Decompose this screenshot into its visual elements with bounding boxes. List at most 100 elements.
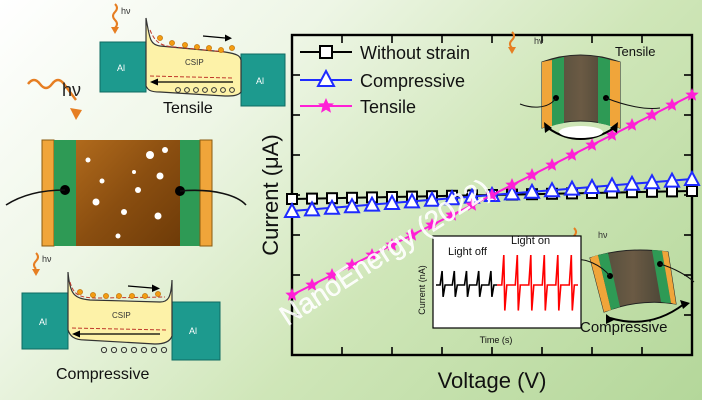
data-point bbox=[523, 182, 541, 199]
data-point bbox=[625, 118, 639, 131]
band-diagram-tensile: Al Al CSIP Tensile hν bbox=[99, 3, 286, 117]
data-point bbox=[405, 228, 419, 241]
data-point bbox=[385, 238, 399, 251]
hole-arrow-head bbox=[72, 330, 80, 338]
electron-dots bbox=[157, 35, 235, 53]
inset-y-label: Current (nA) bbox=[417, 265, 427, 315]
csip-label: CSIP bbox=[112, 311, 131, 320]
data-point bbox=[383, 193, 401, 210]
data-point bbox=[363, 195, 381, 212]
data-point bbox=[403, 192, 421, 209]
electron-arrow bbox=[202, 35, 226, 39]
data-point bbox=[365, 248, 379, 261]
data-point bbox=[343, 197, 361, 214]
legend-item-tensile: Tensile bbox=[300, 97, 416, 117]
data-point bbox=[505, 178, 519, 191]
data-point bbox=[603, 176, 621, 193]
legend-label: Without strain bbox=[360, 43, 470, 63]
light-icon-large: hν bbox=[27, 78, 82, 120]
data-point bbox=[283, 201, 301, 218]
csip-region bbox=[145, 17, 242, 97]
wire-left bbox=[5, 189, 66, 206]
data-point bbox=[605, 128, 619, 141]
svg-text:hν: hν bbox=[598, 230, 608, 240]
data-point bbox=[503, 184, 521, 201]
device-gold-left bbox=[41, 139, 55, 247]
electrode-left-label: Al bbox=[39, 317, 47, 327]
data-point bbox=[545, 158, 559, 171]
data-point bbox=[663, 171, 681, 188]
svg-text:hν: hν bbox=[42, 254, 52, 264]
series-layer bbox=[283, 88, 701, 301]
data-point bbox=[323, 198, 341, 215]
data-point bbox=[565, 148, 579, 161]
electrode-left bbox=[21, 292, 69, 350]
series-tensile bbox=[285, 88, 699, 301]
x-ticks bbox=[291, 35, 693, 355]
inset-trace-light-on bbox=[497, 254, 578, 311]
electron-arrow bbox=[127, 285, 153, 289]
band-diagram-compressive: Al Al CSIP Compressive hν bbox=[21, 252, 221, 383]
legend-label: Compressive bbox=[360, 71, 465, 91]
data-point bbox=[423, 190, 441, 207]
data-point bbox=[583, 177, 601, 194]
band-dashed-line-lower bbox=[71, 327, 167, 331]
band-dashed-line bbox=[69, 281, 166, 299]
data-point bbox=[685, 88, 699, 101]
inset-label-on: Light on bbox=[511, 235, 550, 247]
device-compressive-caption: Compressive bbox=[580, 319, 668, 336]
band-dashed-line bbox=[149, 29, 226, 53]
wire-right bbox=[179, 189, 247, 206]
data-point bbox=[305, 278, 319, 291]
svg-text:hν: hν bbox=[62, 80, 81, 100]
data-point bbox=[325, 268, 339, 281]
data-point bbox=[285, 288, 299, 301]
bend-arrow bbox=[547, 127, 615, 140]
inset-label-off: Light off bbox=[448, 246, 488, 258]
legend-label: Tensile bbox=[360, 97, 416, 117]
y-axis-label: Current (μA) bbox=[258, 134, 283, 255]
inset-traces bbox=[436, 254, 578, 311]
band-tensile-caption: Tensile bbox=[163, 100, 213, 117]
hole-circles bbox=[100, 346, 168, 354]
data-point bbox=[665, 98, 679, 111]
afm-device bbox=[5, 139, 247, 247]
csip-label: CSIP bbox=[185, 58, 204, 67]
svg-text:hν: hν bbox=[121, 6, 131, 16]
electron-dots bbox=[77, 289, 161, 299]
electrode-left-label: Al bbox=[117, 63, 125, 73]
data-point bbox=[303, 200, 321, 217]
data-point bbox=[465, 198, 479, 211]
device-green-right bbox=[180, 140, 200, 246]
inset-trace-light-off bbox=[436, 270, 497, 298]
data-point bbox=[645, 108, 659, 121]
data-point bbox=[686, 185, 698, 197]
device-tensile-caption: Tensile bbox=[615, 44, 655, 59]
data-point bbox=[543, 181, 561, 198]
legend-item-without-strain: Without strain bbox=[300, 43, 470, 63]
hole-arrow-head bbox=[150, 78, 158, 86]
data-point bbox=[666, 185, 678, 198]
data-point bbox=[585, 138, 599, 151]
data-point bbox=[485, 188, 499, 201]
series-compressive bbox=[283, 169, 701, 218]
electrode-left bbox=[99, 41, 147, 93]
legend-item-compressive: Compressive bbox=[300, 68, 465, 91]
data-point bbox=[623, 174, 641, 191]
electrode-right-label: Al bbox=[256, 76, 264, 86]
inset-x-label: Time (s) bbox=[480, 335, 513, 345]
iv-chart: Voltage (V) Current (μA) Without strain … bbox=[258, 31, 701, 393]
x-axis-label: Voltage (V) bbox=[438, 368, 547, 393]
legend: Without strain Compressive Tensile bbox=[300, 43, 470, 117]
electrode-right-label: Al bbox=[189, 326, 197, 336]
light-icon: hν bbox=[32, 252, 52, 276]
bend-arrow bbox=[609, 303, 685, 323]
data-point bbox=[563, 179, 581, 196]
band-compressive-caption: Compressive bbox=[56, 366, 149, 383]
data-point bbox=[445, 208, 459, 221]
data-point bbox=[525, 168, 539, 181]
electron-arrow-head bbox=[152, 284, 160, 292]
data-point bbox=[425, 218, 439, 231]
electrode-right bbox=[240, 53, 286, 107]
